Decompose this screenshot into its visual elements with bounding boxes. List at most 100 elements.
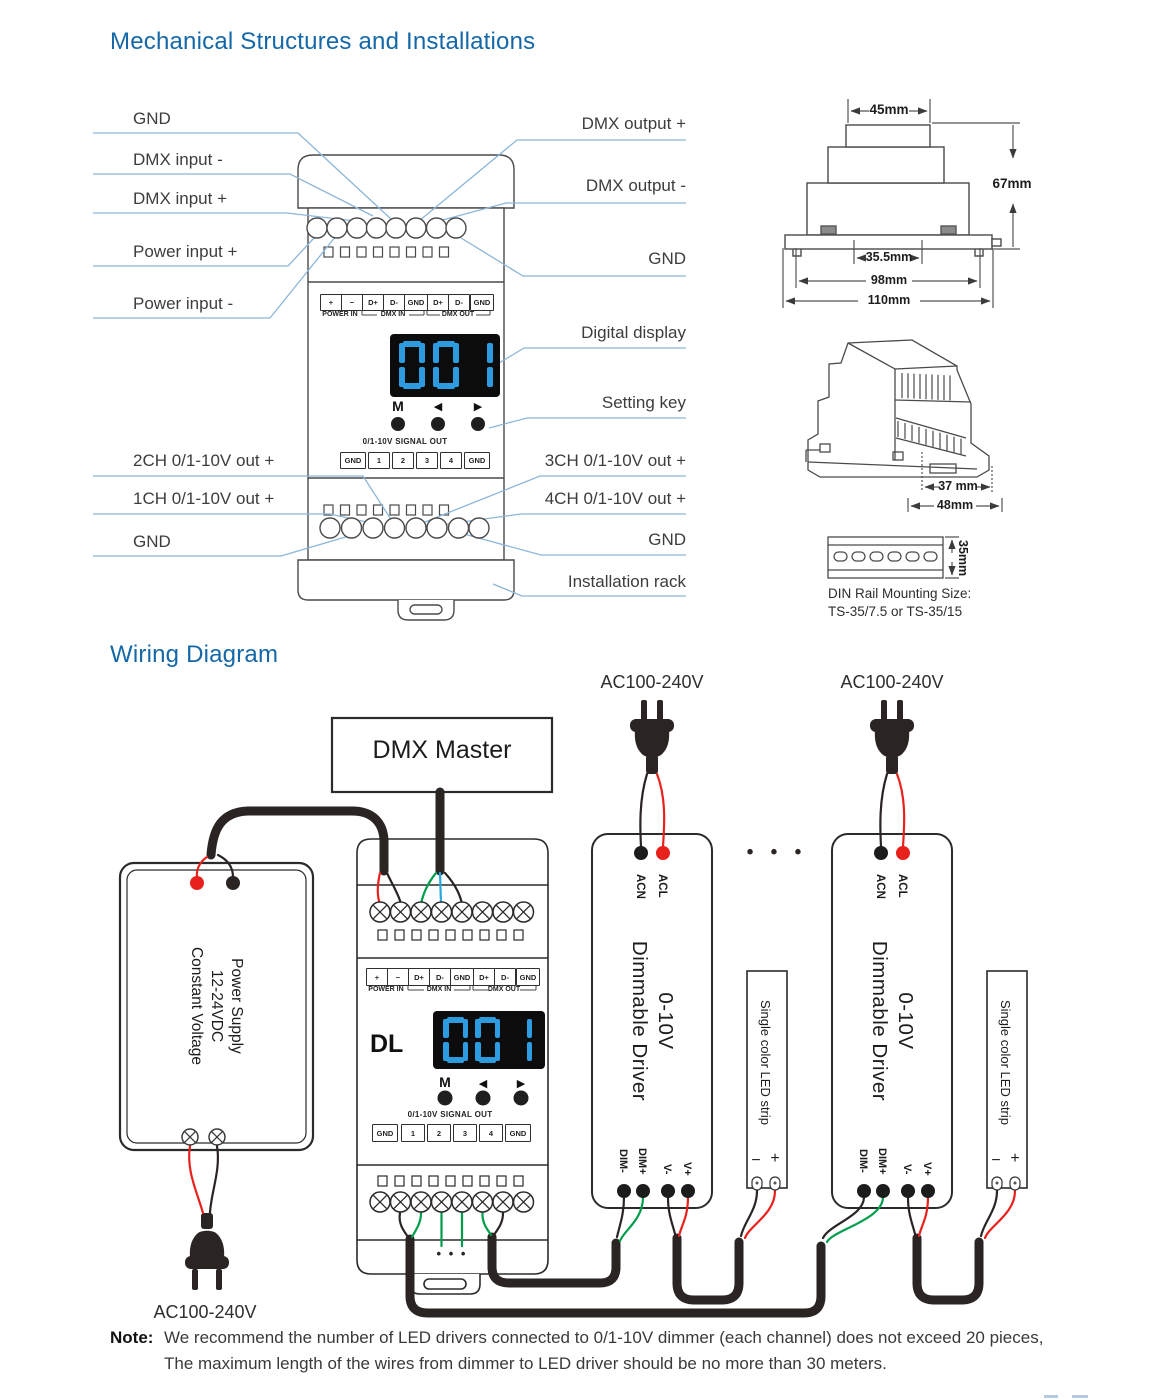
supply-plus-dot [190, 876, 204, 890]
dl-sig-3: 3 [453, 1124, 477, 1142]
note-line2: The maximum length of the wires from dim… [164, 1354, 887, 1373]
driver-1-acn-label: ACN [634, 873, 646, 899]
driver-1-label: 0-10V Dimmable Driver [628, 940, 677, 1102]
dl-term-minus: − [387, 968, 409, 986]
dl-digital-display [443, 1017, 532, 1063]
front-term-plus: + [320, 294, 342, 311]
front-bottom-terminals [319, 517, 490, 539]
ac-label-bottom: AC100-240V [153, 1302, 257, 1322]
dl-input-terminals [369, 901, 535, 923]
driver-1-acl-label: ACL [656, 874, 668, 898]
dl-signal-title: 0/1-10V SIGNAL OUT [407, 1110, 493, 1119]
driver-2-acn-label: ACN [874, 873, 886, 899]
dmx-master-label: DMX Master [372, 736, 512, 764]
driver-2-v-minus: V- [901, 1163, 913, 1175]
power-supply-label: Power Supply 12-24VDC Constant Voltage [188, 946, 245, 1066]
page-footer-fragment [1044, 1395, 1088, 1398]
front-sig-2: 2 [392, 452, 414, 469]
wiring-boxes [118, 716, 1028, 1209]
perspective-view [805, 339, 990, 478]
dim-45mm: 45mm [869, 102, 909, 117]
front-sig-1: 1 [368, 452, 390, 469]
front-term-dplus-in: D+ [362, 294, 384, 311]
dl-key-left-label: ◀ [478, 1078, 488, 1090]
led-strip-1-label: Single color LED strip [758, 1000, 773, 1125]
callout-gnd-top-right: GND [648, 249, 686, 268]
led-strip-1-box [746, 970, 788, 1189]
callout-setting-key: Setting key [601, 393, 686, 412]
dim-48mm: 48mm [936, 498, 974, 512]
ac-label-2: AC100-240V [840, 672, 944, 692]
dl-key-m-label: M [439, 1074, 451, 1090]
driver-2-label: 0-10V Dimmable Driver [868, 940, 917, 1102]
dl-term-dminus-out: D- [494, 968, 516, 986]
dl-sig-4: 4 [479, 1124, 503, 1142]
callout-power-input-minus: Power input - [133, 294, 234, 313]
dl-sig-2: 2 [427, 1124, 451, 1142]
callout-4ch-out: 4CH 0/1-10V out + [544, 489, 686, 508]
dl-group-dmx-in: DMX IN [426, 986, 452, 993]
driver-1-dim-plus: DIM+ [636, 1147, 648, 1175]
dl-model-label: DL [370, 1030, 404, 1058]
front-signal-title: 0/1-10V SIGNAL OUT [362, 437, 448, 446]
dl-group-power: POWER IN [368, 986, 404, 993]
strip-2-minus: − [991, 1152, 1001, 1169]
ac-plug-bottom [185, 1213, 229, 1290]
callout-gnd-bottom-right: GND [648, 530, 686, 549]
dimension-profile [784, 124, 1002, 257]
dim-67mm: 67mm [992, 176, 1032, 191]
driver-2-v-plus: V+ [921, 1162, 933, 1176]
dl-bottom-pins [377, 1175, 524, 1187]
callout-installation-rack: Installation rack [567, 572, 686, 591]
ac-plug-1 [630, 700, 674, 774]
callout-3ch-out: 3CH 0/1-10V out + [544, 451, 686, 470]
dl-top-pins [377, 929, 524, 941]
callout-dmx-output-plus: DMX output + [581, 114, 686, 133]
dl-key-right-label: ▶ [516, 1078, 526, 1090]
driver-1-v-plus: V+ [681, 1162, 693, 1176]
dl-sig-gnd-l: GND [372, 1124, 398, 1142]
front-key-left-label: ◀ [433, 401, 443, 413]
dim-110mm: 110mm [867, 293, 911, 307]
front-sig-3: 3 [416, 452, 438, 469]
dl-term-dplus-in: D+ [408, 968, 430, 986]
driver-2-dim-minus: DIM- [857, 1149, 869, 1173]
dl-term-dminus-in: D- [429, 968, 451, 986]
dim-37mm: 37 mm [938, 479, 978, 493]
callout-dmx-input-plus: DMX input + [133, 189, 228, 208]
driver-2-acl-label: ACL [896, 874, 908, 898]
dl-group-dmx-out: DMX OUT [487, 986, 521, 993]
front-top-terminals [306, 217, 467, 239]
dim-35-5mm: 35.5mm [865, 250, 913, 264]
dl-term-gnd-out: GND [516, 968, 540, 986]
cables [206, 787, 984, 1318]
callout-1ch-out: 1CH 0/1-10V out + [133, 489, 275, 508]
din-note-line1: DIN Rail Mounting Size: [828, 586, 972, 601]
front-group-power: POWER IN [322, 311, 358, 318]
front-term-gnd-out: GND [470, 294, 494, 311]
ac-label-1: AC100-240V [600, 672, 704, 692]
driver-1-v-minus: V- [661, 1163, 673, 1175]
driver-2-box [831, 833, 953, 1209]
din-note-line2: TS-35/7.5 or TS-35/15 [828, 604, 963, 619]
front-group-dmx-in: DMX IN [380, 311, 406, 318]
dimension-lines [782, 99, 1020, 308]
dl-output-terminals [369, 1191, 535, 1213]
front-sig-gnd-l: GND [340, 452, 366, 469]
dim-35mm-rail: 35mm [956, 539, 970, 577]
front-bottom-pins [323, 504, 450, 516]
ellipsis-more-drivers: • • • [746, 842, 808, 863]
ellipsis-more-channels: • • • [436, 1246, 468, 1261]
section-title-mechanical: Mechanical Structures and Installations [110, 28, 536, 55]
dim-98mm: 98mm [870, 273, 908, 287]
strip-1-plus: + [770, 1150, 780, 1167]
ac-plug-2 [870, 700, 914, 774]
front-digital-display [399, 341, 493, 389]
front-term-dminus-in: D- [383, 294, 405, 311]
led-strip-2-label: Single color LED strip [998, 1000, 1013, 1125]
callout-power-input-plus: Power input + [133, 242, 238, 261]
driver-2-dim-plus: DIM+ [876, 1147, 888, 1175]
front-sig-4: 4 [440, 452, 462, 469]
